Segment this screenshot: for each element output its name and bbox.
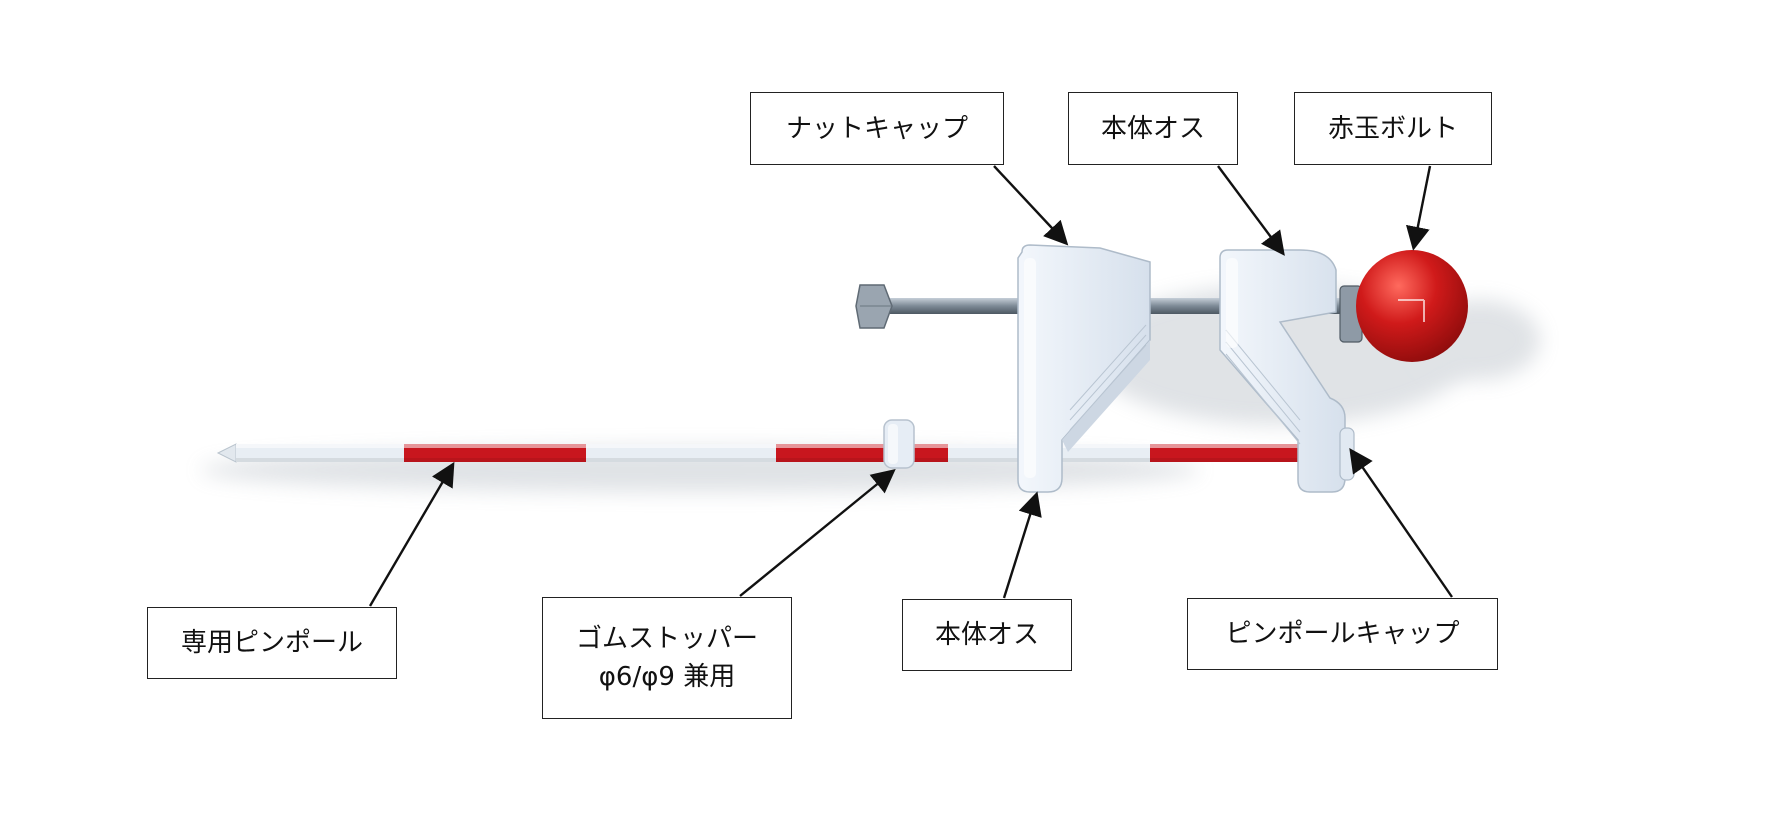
arrow-rubber-stopper (739, 468, 896, 597)
label-body-male-top: 本体オス (1068, 92, 1238, 165)
arrow-body-male-bottom (1002, 491, 1042, 599)
arrow-red-ball-bolt (1405, 165, 1432, 251)
pin-pole (216, 443, 1346, 463)
label-pin-pole-cap: ピンポールキャップ (1187, 598, 1498, 670)
label-nut-cap: ナットキャップ (750, 92, 1004, 165)
arrow-nut-cap (993, 165, 1069, 246)
red-ball-bolt (1339, 250, 1468, 362)
leader-lines (368, 165, 1453, 607)
label-body-male-top-text: 本体オス (1100, 113, 1205, 144)
label-red-ball-bolt-text: 赤玉ボルト (1327, 113, 1458, 144)
label-red-ball-bolt: 赤玉ボルト (1294, 92, 1492, 165)
arrow-pin-pole (368, 461, 455, 607)
label-pin-pole: 専用ピンポール (147, 607, 397, 679)
label-body-male-bottom-text: 本体オス (934, 620, 1039, 650)
label-pin-pole-cap-text: ピンポールキャップ (1225, 619, 1460, 649)
nut-cap-body (1017, 244, 1151, 493)
label-rubber-stopper: ゴムストッパー φ6/φ9 兼用 (542, 597, 792, 719)
rubber-stopper (883, 419, 915, 469)
label-pin-pole-text: 専用ピンポール (180, 628, 363, 658)
arrow-body-male-top (1217, 165, 1285, 256)
label-nut-cap-text: ナットキャップ (785, 113, 968, 144)
label-rubber-stopper-line1: ゴムストッパー (575, 624, 758, 654)
arrow-pin-pole-cap (1349, 448, 1453, 598)
label-rubber-stopper-line2: φ6/φ9 兼用 (598, 662, 736, 692)
label-body-male-bottom: 本体オス (902, 599, 1072, 671)
